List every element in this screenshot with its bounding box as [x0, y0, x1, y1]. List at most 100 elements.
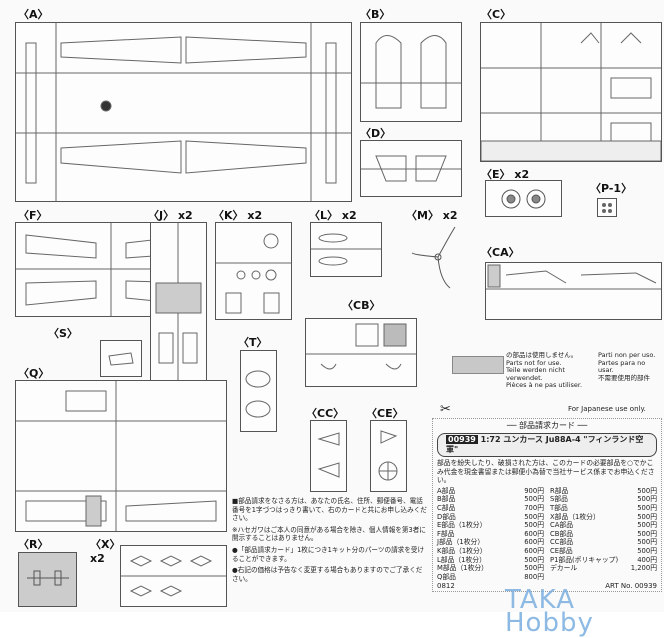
order-notes: ■部品請求をなさる方は、あなたの氏名、住所、郵便番号、電話番号を1字づつはっきり… — [232, 497, 428, 586]
sprue-label-S: 〈S〉 — [48, 327, 78, 340]
part-name: A部品 — [437, 486, 456, 495]
part-name: R部品 — [550, 486, 569, 495]
part-price: 500円 — [524, 521, 544, 530]
part-price: 600円 — [524, 546, 544, 555]
price-row: R部品 500円 — [550, 487, 657, 496]
sprue-label-P1: 〈P-1〉 — [590, 182, 633, 195]
sprue-label-E: 〈E〉 x2 — [481, 168, 530, 181]
legend-text-right: Parti non per uso.Partes para no usar.不需… — [598, 351, 656, 382]
parts-sheet: 〈A〉 〈B〉 〈C〉 〈D〉 〈E〉 x2 〈P-1〉 〈F〉 〈J〉 x2 … — [15, 8, 662, 636]
kit-banner: 00939 1:72 ユンカース Ju88A-4 "フィンランド空軍" — [437, 433, 657, 457]
sprue-label-D: 〈D〉 — [360, 127, 392, 140]
price-row: E部品（1枚分）500円 — [437, 521, 544, 530]
part-name: B部品 — [437, 495, 456, 504]
sprue-K — [215, 222, 292, 320]
price-row: X部品（1枚分）500円 — [550, 513, 657, 522]
part-price: 500円 — [637, 512, 657, 521]
part-name: CA部品 — [550, 521, 573, 530]
part-name: CC部品 — [550, 538, 574, 547]
card-intro: 部品を紛失したり、破損された方は、このカードの必要部品を○でかこみ代金を現金書留… — [437, 459, 655, 485]
sprue-label-CB: 〈CB〉 — [342, 299, 381, 312]
part-price: 500円 — [524, 555, 544, 564]
sprue-T — [240, 350, 277, 432]
note: ●「部品請求カード」1枚につき1キット分のパーツの請求を受けることができます。 — [232, 545, 425, 563]
part-price: 500円 — [637, 521, 657, 530]
sprue-L — [310, 222, 382, 277]
price-row: A部品 900円 — [437, 487, 544, 496]
part-price: 500円 — [637, 529, 657, 538]
part-name: L部品（1枚分） — [437, 555, 486, 564]
part-price: 500円 — [524, 495, 544, 504]
propeller-M-drawing — [411, 226, 456, 289]
part-price: 600円 — [524, 529, 544, 538]
note: ※ハセガワはご本人の同意がある場合を除き、個人情報を第3者に開示することはありま… — [232, 525, 426, 543]
sprue-E — [485, 180, 562, 217]
japanese-only-note: For Japanese use only. — [568, 405, 646, 413]
part-name: F部品 — [437, 529, 455, 538]
sprue-D — [360, 140, 462, 197]
note: ■部品請求をなさる方は、あなたの氏名、住所、郵便番号、電話番号を1字づつはっきり… — [232, 497, 427, 523]
sprue-label-C: 〈C〉 — [481, 8, 512, 21]
part-price: 600円 — [524, 538, 544, 547]
sprue-label-Q: 〈Q〉 — [18, 367, 50, 380]
part-price: 500円 — [637, 495, 657, 504]
part-price: 500円 — [637, 538, 657, 547]
sprue-CC — [310, 420, 347, 492]
price-row: K部品（1枚分） 600円 — [437, 547, 544, 556]
part-name: P1部品(ポリキャップ) — [550, 555, 619, 564]
part-name: CB部品 — [550, 529, 574, 538]
price-row: D部品 500円 — [437, 513, 544, 522]
sprue-A — [15, 22, 352, 202]
art-number: ART No. 00939 — [605, 582, 657, 591]
part-name: CE部品 — [550, 546, 573, 555]
sprue-Q — [15, 380, 227, 532]
part-price: 900円 — [524, 486, 544, 495]
part-name: Q部品 — [437, 572, 456, 581]
price-row: CC部品 500円 — [550, 538, 657, 547]
part-price: 400円 — [637, 555, 657, 564]
sprue-label-B: 〈B〉 — [360, 8, 391, 21]
price-row: B部品 500円 — [437, 495, 544, 504]
part-price: 500円 — [637, 486, 657, 495]
sprue-X — [120, 545, 227, 607]
part-name: デカール — [550, 564, 578, 573]
price-row: J部品（1枚分） 600円 — [437, 538, 544, 547]
part-price: 500円 — [524, 512, 544, 521]
price-row: C部品 700円 — [437, 504, 544, 513]
part-price: 1,200円 — [630, 564, 657, 573]
part-price: 500円 — [524, 564, 544, 573]
sprue-P1 — [597, 198, 617, 217]
price-row: CA部品 500円 — [550, 521, 657, 530]
sprue-label-A: 〈A〉 — [18, 8, 49, 21]
parts-order-card: ── 部品請求カード ── 00939 1:72 ユンカース Ju88A-4 "… — [432, 418, 662, 593]
price-row: T部品 500円 — [550, 504, 657, 513]
legend-text-left: の部品は使用しません。Parts not for use.Teile werde… — [506, 351, 583, 389]
sprue-label-T: 〈T〉 — [238, 336, 268, 349]
sprue-label-X: 〈X〉x2 — [90, 538, 121, 565]
part-name: K部品（1枚分） — [437, 546, 487, 555]
sprue-CB — [305, 318, 417, 387]
sprue-J — [150, 222, 207, 382]
sprue-label-CA: 〈CA〉 — [481, 246, 520, 259]
sprue-label-J: 〈J〉 x2 — [148, 209, 193, 222]
sprue-label-F: 〈F〉 — [18, 209, 48, 222]
note: ●右記の価格は予告なく変更する場合もありますのでご了承ください。 — [232, 566, 423, 583]
price-row: L部品（1枚分） 500円 — [437, 556, 544, 565]
sprue-S — [100, 340, 142, 377]
price-row: CB部品 500円 — [550, 530, 657, 539]
sprue-CE — [370, 420, 407, 492]
part-name: C部品 — [437, 503, 456, 512]
part-price: 500円 — [637, 503, 657, 512]
scissors-icon: ✂ — [440, 402, 451, 417]
part-name: D部品 — [437, 512, 456, 521]
sprue-label-L: 〈L〉 x2 — [309, 209, 357, 222]
sprue-label-M: 〈M〉 x2 — [406, 209, 458, 222]
part-price: 700円 — [524, 503, 544, 512]
sprue-R — [18, 552, 77, 607]
card-title: ── 部品請求カード ── — [506, 421, 588, 430]
part-name: J部品（1枚分） — [437, 538, 485, 547]
sprue-B — [360, 22, 462, 122]
part-name: T部品 — [550, 503, 568, 512]
